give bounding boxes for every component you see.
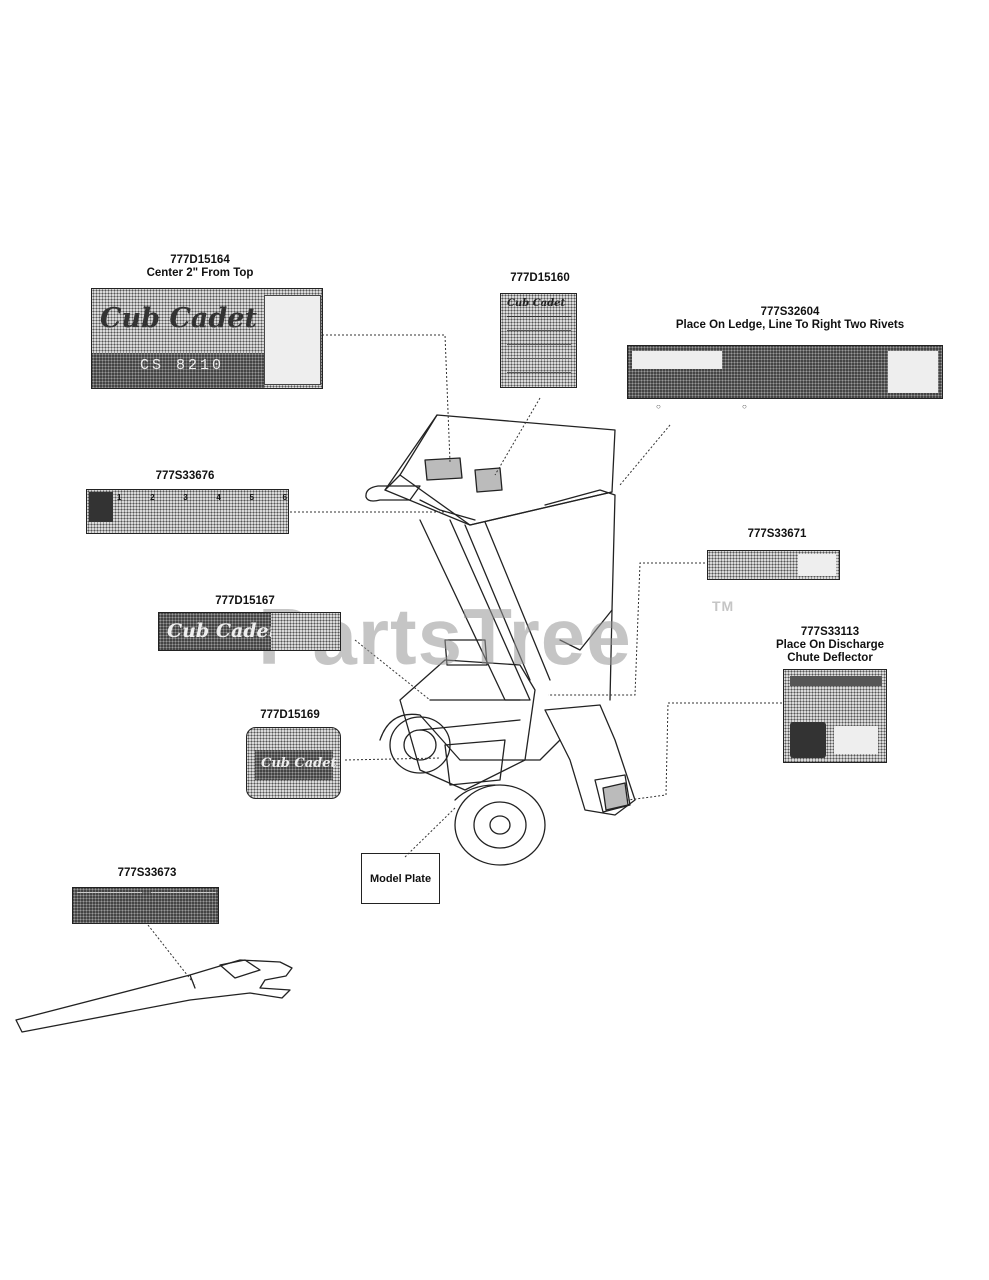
brand-logo: Cub Cadet (261, 756, 337, 771)
step-2: 2 (150, 493, 155, 502)
part-777D15164-label: 777D15164 Center 2" From Top (120, 254, 280, 280)
decal-777S33671 (707, 550, 840, 580)
leader-777S33673 (147, 924, 196, 986)
decal-777D15160: Cub Cadet (500, 293, 577, 388)
discharge-chute (544, 704, 636, 816)
part-number: 777S33113 (800, 626, 860, 638)
part-777D15169-label: 777D15169 (260, 709, 320, 721)
push-tool (15, 959, 293, 1033)
leader-model-plate (404, 807, 456, 858)
decal-777D15169: Cub Cadet (246, 727, 341, 799)
leader-777S33113 (627, 702, 782, 801)
leader-777D15160 (494, 397, 541, 476)
handle-bar (365, 485, 421, 502)
decal-777S32604 (627, 345, 943, 399)
part-777S32604-label: 777S32604 Place On Ledge, Line To Right … (630, 306, 950, 332)
decal-777S33673 (72, 887, 219, 924)
leader-777S32604 (619, 424, 671, 486)
part-777S33673-label: 777S33673 (117, 867, 177, 879)
rivet-marks: ○ ○ (656, 402, 747, 411)
model-plate-label: Model Plate (369, 872, 432, 885)
part-number: 777D15164 (170, 254, 230, 266)
model-name: CS 8210 (140, 357, 225, 374)
model-plate-box: Model Plate (361, 853, 440, 904)
placement-note: Center 2" From Top (146, 267, 254, 279)
decal-777S33113 (783, 669, 887, 763)
part-777S33676-label: 777S33676 (155, 470, 215, 482)
part-777S33113-label: 777S33113 Place On Discharge Chute Defle… (770, 626, 890, 665)
part-777S33671-label: 777S33671 (747, 528, 807, 540)
part-777D15167-label: 777D15167 (215, 595, 275, 607)
brand-logo: Cub Cadet (167, 620, 278, 642)
watermark-tm: TM (712, 598, 735, 614)
placement-note-line1: Place On Discharge (775, 639, 885, 651)
step-4: 4 (216, 493, 221, 502)
engine (399, 659, 536, 791)
brand-logo: Cub Cadet (100, 303, 257, 334)
placement-note: Place On Ledge, Line To Right Two Rivets (675, 319, 905, 331)
part-number: 777S32604 (760, 306, 820, 318)
step-5: 5 (249, 493, 254, 502)
decal-777D15167: Cub Cadet (158, 612, 341, 651)
step-6: 6 (282, 493, 287, 502)
brand-logo: Cub Cadet (507, 298, 566, 309)
decal-777D15164: Cub Cadet CS 8210 (91, 288, 323, 389)
step-list: 1 2 3 4 5 6 (117, 493, 287, 519)
leader-777D15164 (322, 334, 451, 463)
left-wheel (389, 716, 451, 774)
part-777D15160-label: 777D15160 (510, 272, 570, 284)
step-3: 3 (183, 493, 188, 502)
step-1: 1 (117, 493, 122, 502)
leader-777S33671 (548, 562, 705, 696)
leader-777D15167 (354, 639, 431, 701)
right-wheel (454, 784, 546, 866)
decal-777S33676: 1 2 3 4 5 6 (86, 489, 289, 534)
hopper (384, 414, 616, 526)
placement-note-line2: Chute Deflector (787, 652, 873, 664)
